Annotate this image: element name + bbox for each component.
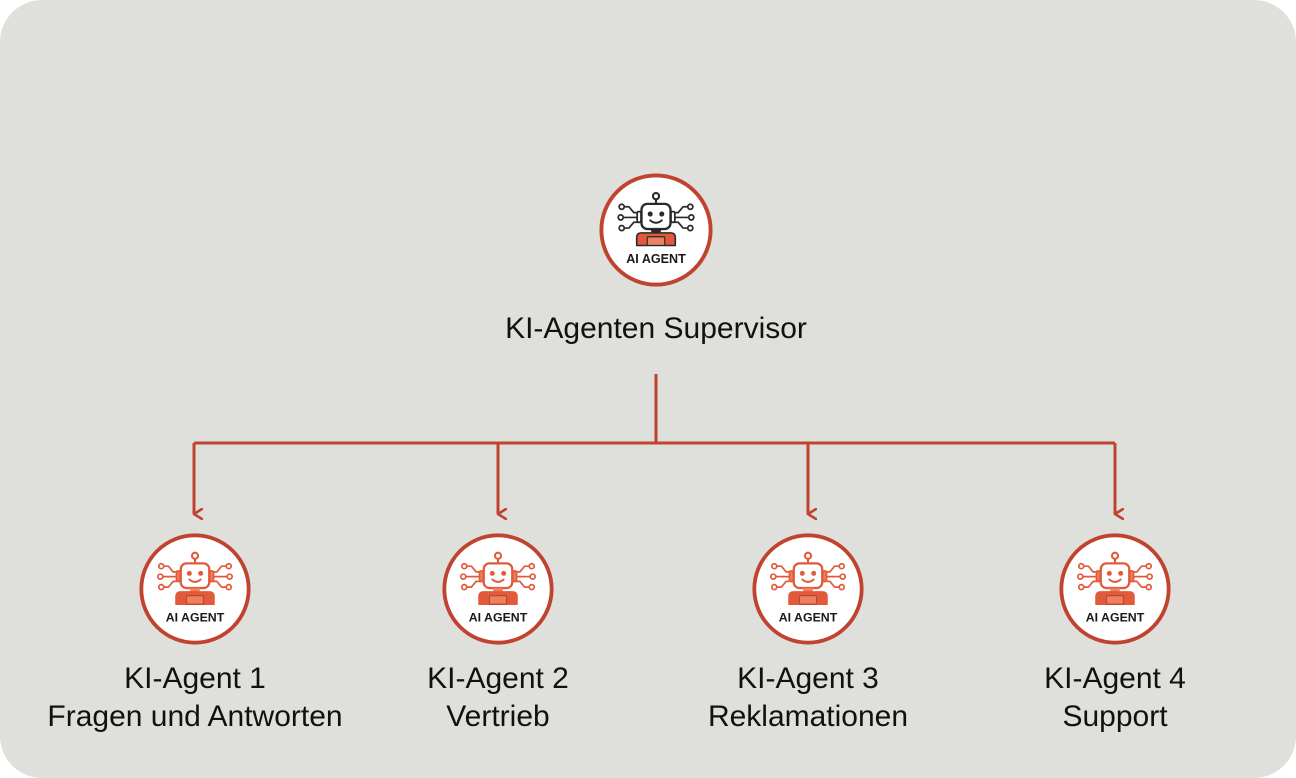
agent-subtitle-4: Support: [1062, 700, 1168, 733]
supervisor-label: KI-Agenten Supervisor: [476, 310, 836, 348]
svg-text:AI AGENT: AI AGENT: [469, 610, 528, 624]
agent-subtitle-2: Vertrieb: [446, 700, 550, 733]
agent-title-3: KI-Agent 3: [737, 662, 879, 695]
agent-label-3: KI-Agent 3 Reklamationen: [628, 660, 988, 736]
agent-title-2: KI-Agent 2: [427, 662, 569, 695]
robot-ai-agent-icon: AI AGENT: [139, 533, 251, 645]
agent-label-2: KI-Agent 2 Vertrieb: [318, 660, 678, 736]
svg-text:AI AGENT: AI AGENT: [779, 610, 838, 624]
robot-ai-agent-icon: AI AGENT: [752, 533, 864, 645]
agent-label-1: KI-Agent 1 Fragen und Antworten: [15, 660, 375, 736]
svg-text:AI AGENT: AI AGENT: [626, 252, 686, 266]
agent-label-4: KI-Agent 4 Support: [935, 660, 1295, 736]
robot-ai-agent-icon: AI AGENT: [1059, 533, 1171, 645]
agent-subtitle-1: Fragen und Antworten: [47, 700, 343, 733]
robot-ai-agent-icon: AI AGENT: [599, 173, 713, 287]
svg-text:AI AGENT: AI AGENT: [166, 610, 225, 624]
supervisor-title: KI-Agenten Supervisor: [505, 312, 807, 345]
robot-ai-agent-icon: AI AGENT: [442, 533, 554, 645]
agent-subtitle-3: Reklamationen: [707, 700, 909, 733]
svg-text:AI AGENT: AI AGENT: [1086, 610, 1145, 624]
agent-title-1: KI-Agent 1: [124, 662, 266, 695]
agent-title-4: KI-Agent 4: [1044, 662, 1186, 695]
